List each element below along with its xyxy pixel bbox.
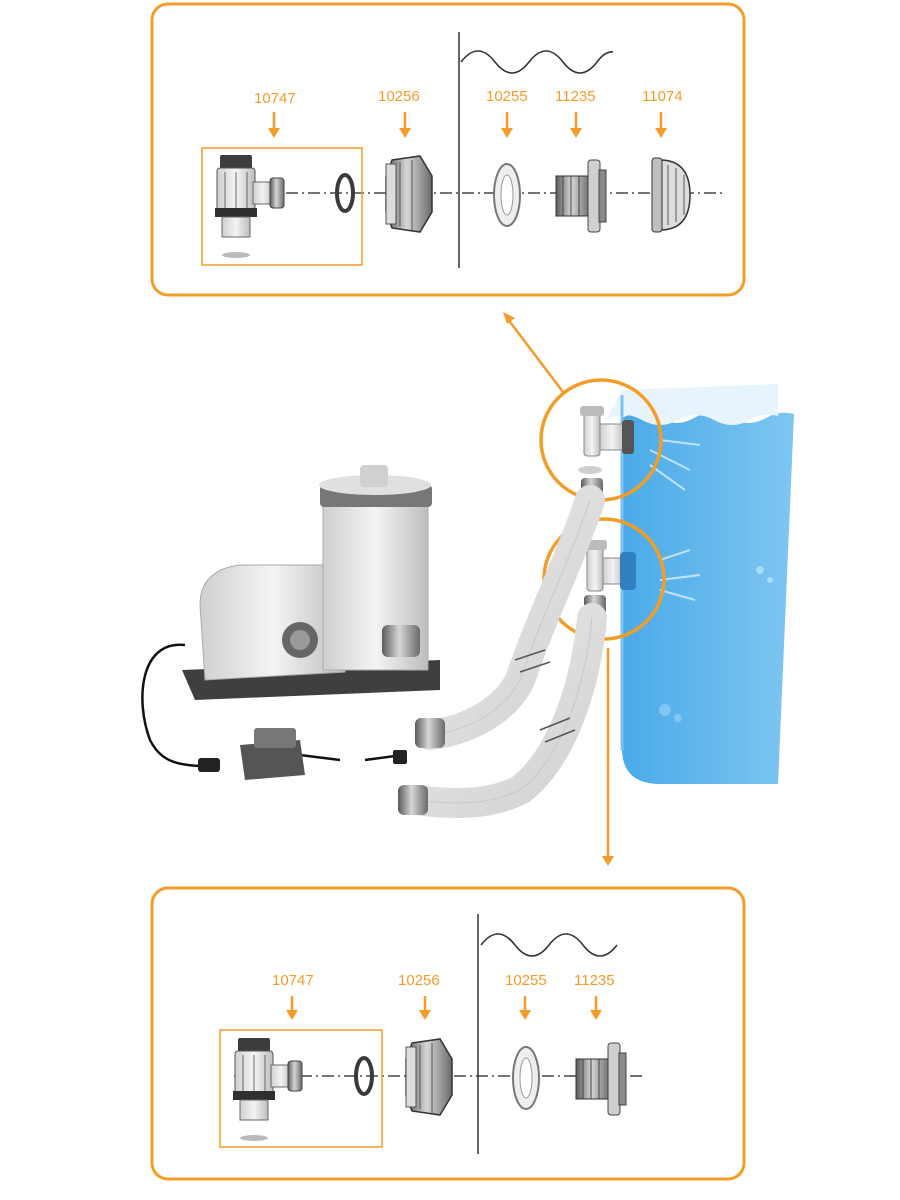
label-10255: 10255 (486, 88, 528, 105)
label-11235: 11235 (555, 88, 596, 105)
label-11074: 11074 (642, 88, 683, 105)
water-wave-icon (460, 50, 614, 74)
strainer-grid-icon (651, 157, 691, 233)
label-10747: 10747 (254, 90, 296, 107)
label-arrows (268, 112, 667, 138)
top-panel-frame (150, 2, 746, 297)
lock-nut-icon (385, 155, 433, 233)
water-wave-icon (480, 933, 618, 957)
bottom-panel-frame (150, 886, 746, 1181)
inlet-fitting-icon (575, 1042, 627, 1116)
label-10747: 10747 (272, 972, 314, 989)
o-ring-icon (354, 1056, 374, 1096)
plunger-valve-icon (215, 155, 285, 258)
flow-arrows (649, 439, 701, 601)
valve-group-box (219, 1029, 383, 1148)
callout-line-top (506, 317, 564, 393)
bottom-panel: 10747 10256 10255 11235 (150, 886, 746, 1181)
valve-group-box (201, 147, 363, 266)
power-cord (141, 643, 396, 768)
filter-pump-icon (182, 465, 440, 700)
label-10256: 10256 (398, 972, 440, 989)
pool-illustration (141, 312, 794, 866)
plug-icon (198, 758, 220, 772)
label-10255: 10255 (505, 972, 547, 989)
label-10256: 10256 (378, 88, 420, 105)
label-11235: 11235 (574, 972, 615, 989)
inlet-fitting-icon (555, 159, 607, 233)
label-arrows (286, 996, 602, 1020)
o-ring-icon (335, 173, 355, 213)
hose-icon (398, 485, 607, 818)
transformer-icon (240, 728, 305, 780)
mains-plug-icon (393, 750, 407, 764)
pool-water-icon (622, 412, 794, 784)
top-panel: 10747 10256 10255 11235 11074 (150, 2, 746, 297)
plunger-valve-icon (233, 1038, 303, 1141)
lock-nut-icon (405, 1038, 453, 1116)
